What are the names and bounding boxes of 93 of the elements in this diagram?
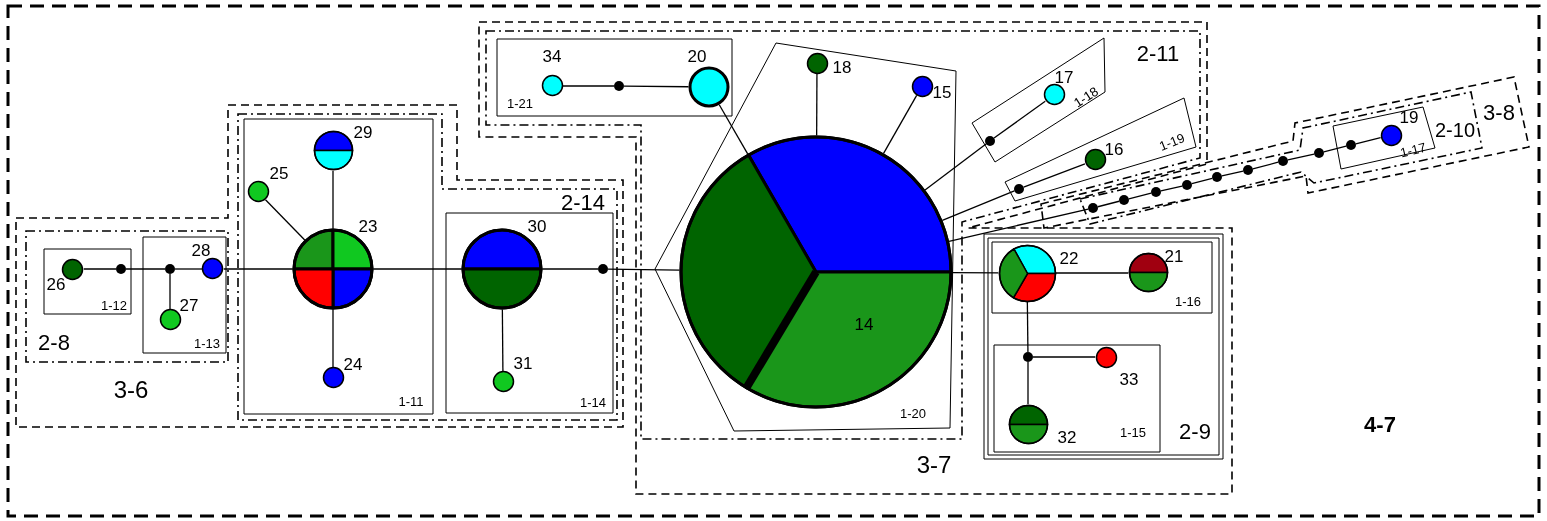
haplotype-number: 21 xyxy=(1164,247,1184,265)
median-vector-dot xyxy=(1278,156,1288,166)
connector-line xyxy=(125,268,166,270)
median-vector-dot xyxy=(116,264,126,274)
clade-label: 2-11 xyxy=(1136,43,1180,65)
connector-line xyxy=(562,85,615,87)
haplotype-number: 17 xyxy=(1054,68,1074,86)
clade-label: 1-11 xyxy=(398,394,424,408)
clade-label: 1-12 xyxy=(101,298,127,312)
connector-line xyxy=(372,268,463,270)
connector-line xyxy=(882,94,918,155)
clade-label: 1-13 xyxy=(194,336,220,350)
connector-line xyxy=(1055,272,1129,274)
haplotype-number: 33 xyxy=(1119,370,1139,388)
median-vector-dot xyxy=(985,136,995,146)
median-vector-dot xyxy=(1014,184,1024,194)
clade-label: 4-7 xyxy=(1364,414,1396,436)
connector-line xyxy=(1026,301,1029,353)
haplotype-number: 18 xyxy=(832,58,852,76)
connector-line xyxy=(501,308,504,372)
connector-line xyxy=(223,268,294,270)
haplotype-number: 26 xyxy=(46,275,66,293)
connector-line xyxy=(83,268,117,270)
clade-label: 3-8 xyxy=(1483,102,1515,124)
haplotype-number: 14 xyxy=(854,315,874,333)
connector-line xyxy=(1032,356,1096,358)
haplotype-number: 25 xyxy=(269,164,289,182)
connector-line xyxy=(1323,145,1347,153)
connector-line xyxy=(1221,170,1244,177)
connector-line xyxy=(1027,361,1029,405)
haplotype-number: 16 xyxy=(1104,140,1124,158)
median-vector-dot xyxy=(1212,172,1222,182)
connector-line xyxy=(948,208,1089,242)
median-vector-dot xyxy=(1243,165,1253,175)
median-vector-dot xyxy=(1119,195,1129,205)
median-vector-dot xyxy=(1182,180,1192,190)
clade-label: 1-17 xyxy=(1398,140,1428,160)
clade-label: 2-14 xyxy=(561,192,605,214)
median-vector-dot xyxy=(1088,203,1098,213)
connector-line xyxy=(951,272,999,274)
median-vector-dot xyxy=(1314,148,1324,158)
median-vector-dot xyxy=(614,81,624,91)
haplotype-number: 29 xyxy=(353,123,373,141)
connector-line xyxy=(924,143,987,191)
connector-line xyxy=(1097,200,1120,208)
connector-line xyxy=(993,100,1046,139)
haplotype-number: 23 xyxy=(358,217,378,235)
haplotype-number: 20 xyxy=(687,47,707,65)
connector-line xyxy=(169,273,171,310)
haplotype-number: 19 xyxy=(1399,108,1419,126)
haplotype-number: 15 xyxy=(932,83,952,101)
haplotype-number: 30 xyxy=(527,217,547,235)
clade-label: 1-19 xyxy=(1157,131,1187,153)
haplotype-number: 34 xyxy=(542,47,562,65)
median-vector-dot xyxy=(1151,187,1161,197)
clade-label: 1-20 xyxy=(900,406,926,420)
clade-label: 1-14 xyxy=(580,395,606,409)
haplotype-number: 24 xyxy=(343,355,363,373)
connector-line xyxy=(174,268,203,270)
clade-label: 2-9 xyxy=(1179,421,1211,443)
median-vector-dot xyxy=(598,264,608,274)
connector-line xyxy=(816,73,818,137)
median-vector-dot xyxy=(1346,140,1356,150)
connector-line xyxy=(1287,153,1315,161)
clade-label: 3-7 xyxy=(916,453,952,477)
clade-label: 1-21 xyxy=(507,96,533,110)
haplotype-number: 27 xyxy=(179,296,199,314)
connector-line xyxy=(264,199,306,241)
connector-line xyxy=(332,170,334,230)
clade-label: 1-18 xyxy=(1071,84,1101,110)
connector-line xyxy=(718,104,749,155)
median-vector-dot xyxy=(1023,352,1033,362)
connector-line xyxy=(1128,192,1152,200)
clade-label: 2-8 xyxy=(38,332,70,354)
connector-line xyxy=(607,268,681,271)
haplotype-number: 28 xyxy=(191,241,211,259)
connector-line xyxy=(1355,136,1382,145)
clade-label: 1-15 xyxy=(1120,425,1146,439)
haplotype-number: 32 xyxy=(1057,428,1077,446)
haplotype-number: 31 xyxy=(513,354,533,372)
clade-label: 1-16 xyxy=(1175,294,1201,308)
connector-line xyxy=(1023,163,1086,188)
connector-line xyxy=(1160,185,1183,192)
connector-line xyxy=(541,268,599,270)
connector-line xyxy=(1252,161,1279,170)
clade-label: 2-10 xyxy=(1435,120,1475,140)
haplotype-number: 22 xyxy=(1059,249,1079,267)
clade-label: 3-6 xyxy=(113,378,149,402)
connector-line xyxy=(941,190,1015,221)
connector-line xyxy=(623,85,690,88)
median-vector-dot xyxy=(165,264,175,274)
connector-line xyxy=(332,308,334,368)
connector-line xyxy=(1191,177,1213,185)
